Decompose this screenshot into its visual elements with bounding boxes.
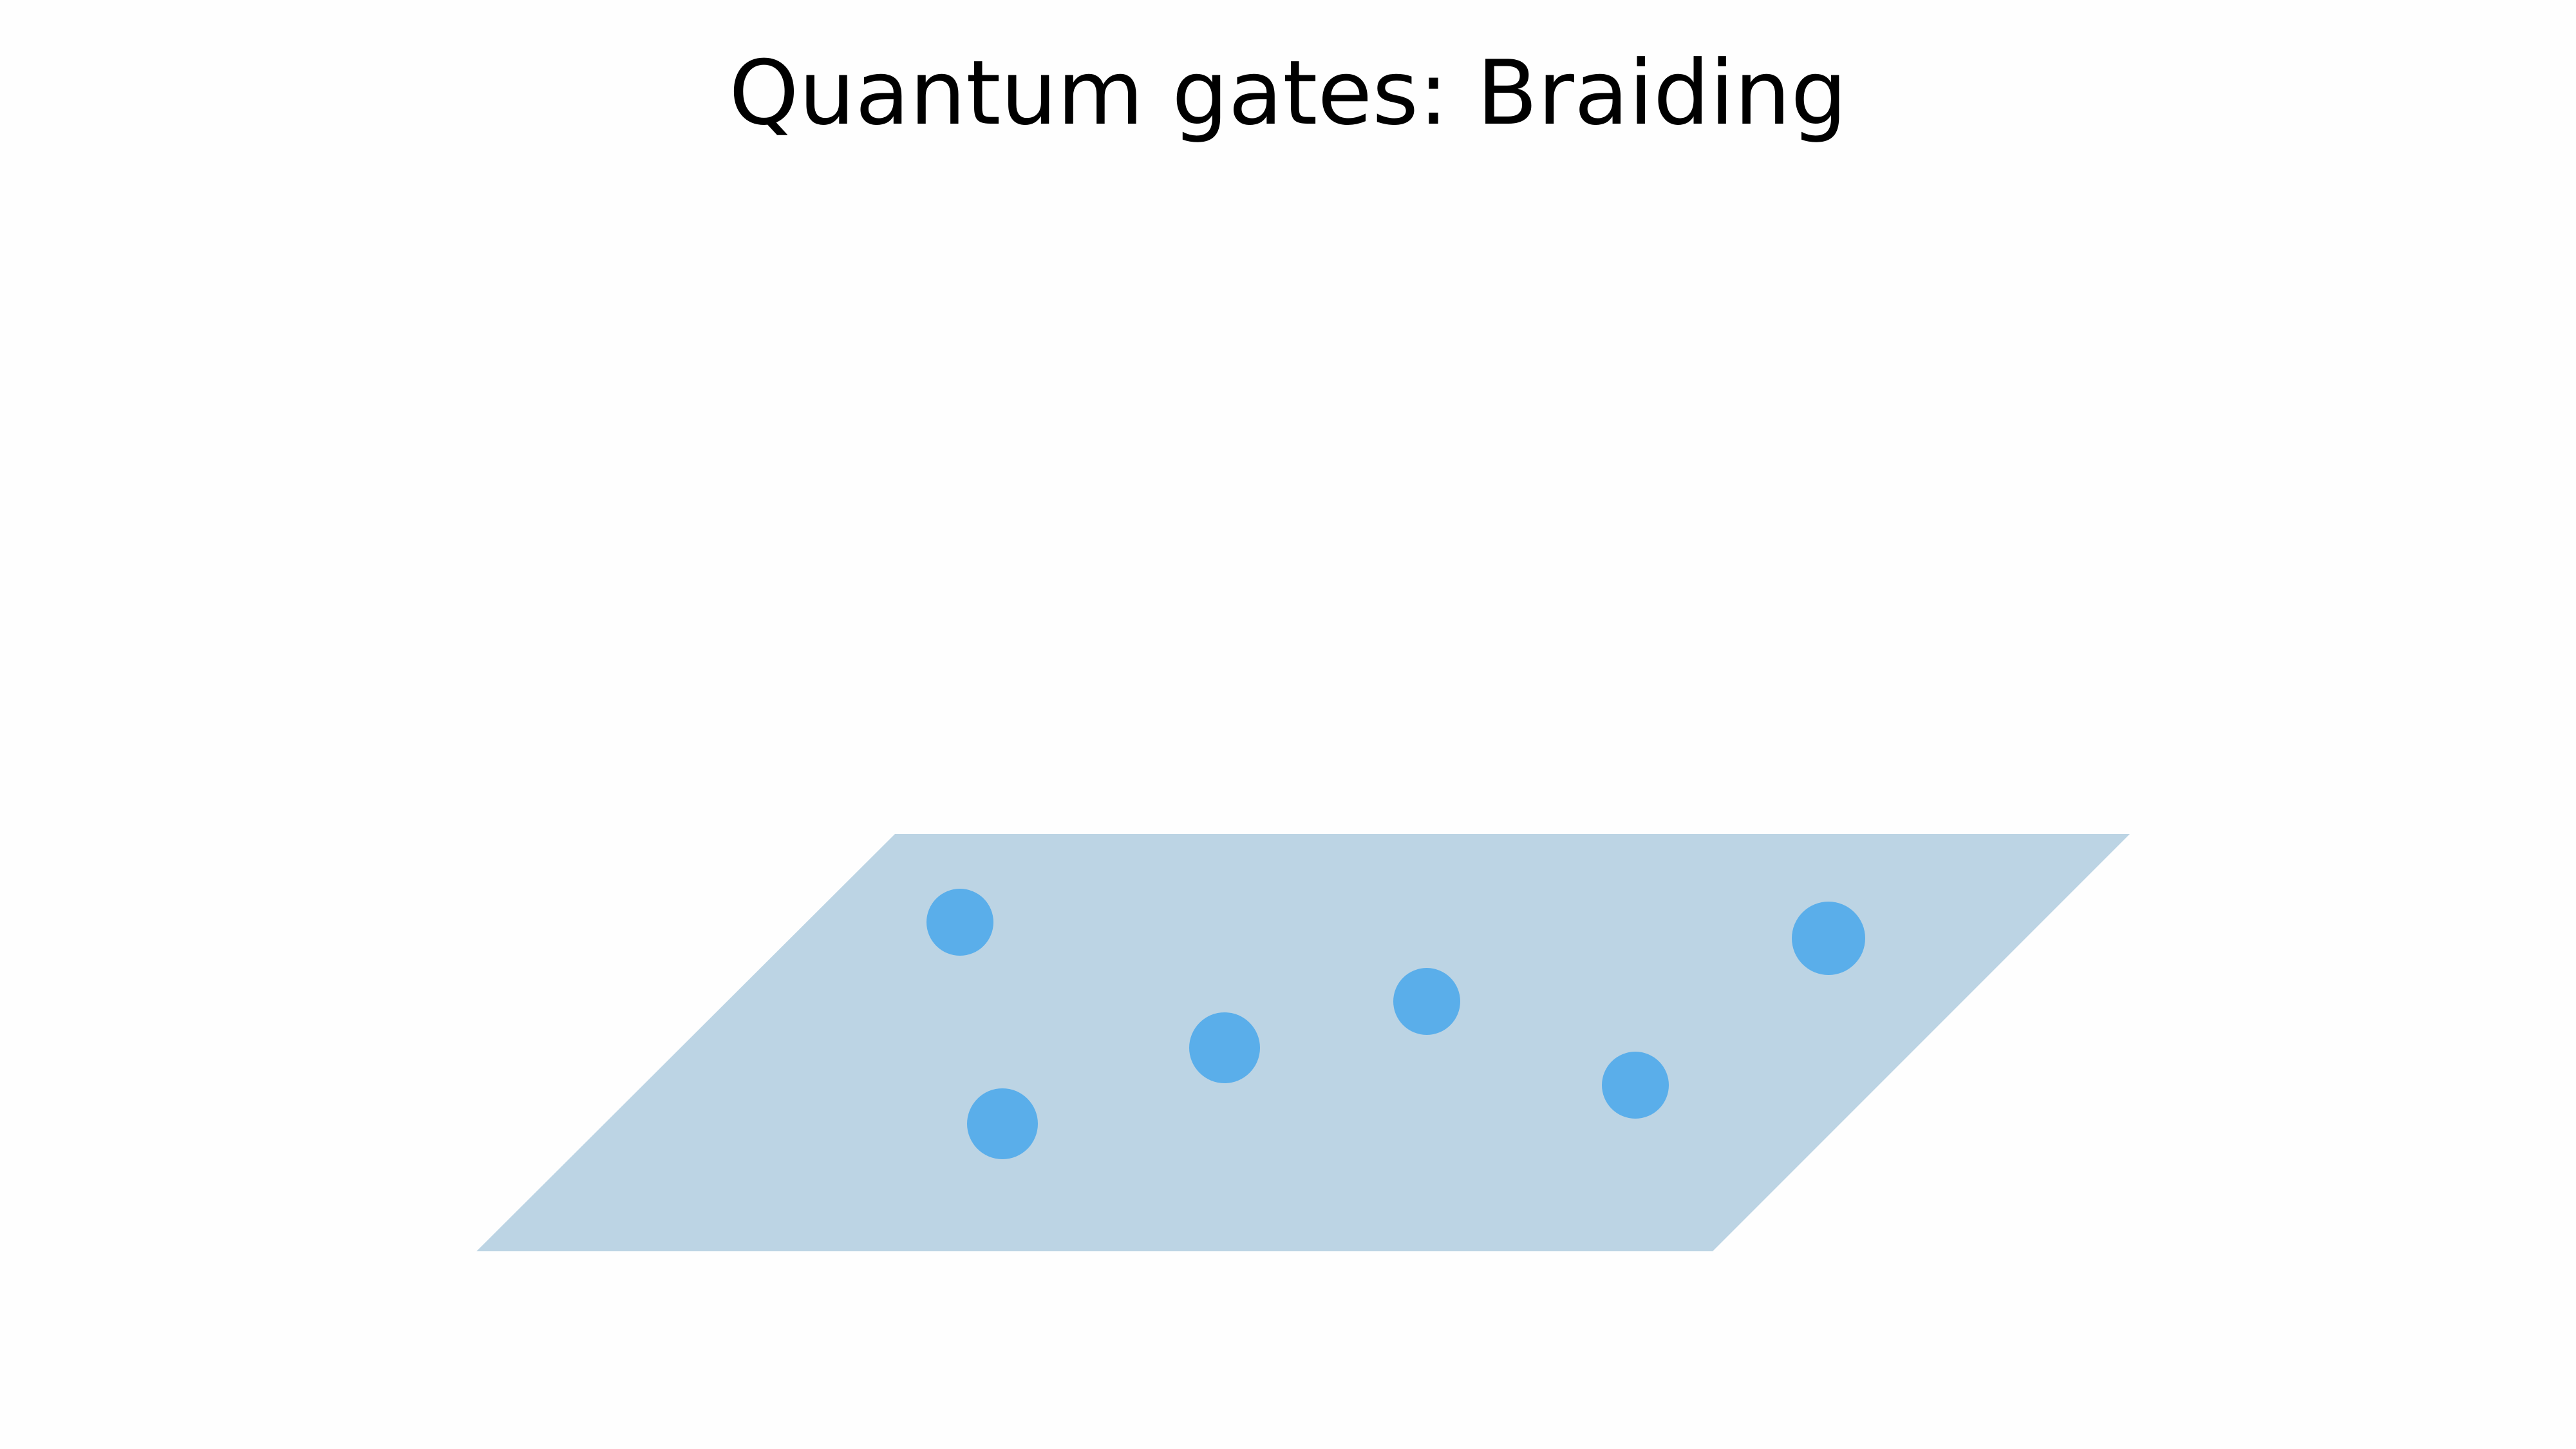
anyon-particle [1602, 1052, 1669, 1119]
slide-title: Quantum gates: Braiding [729, 41, 1847, 145]
anyon-particle [926, 889, 993, 956]
anyon-particle [967, 1088, 1038, 1159]
anyon-particle [1393, 968, 1460, 1035]
anyon-plane [476, 834, 2130, 1251]
anyon-particles [926, 889, 1865, 1159]
anyon-particle [1189, 1012, 1260, 1083]
anyon-particle [1792, 902, 1865, 975]
